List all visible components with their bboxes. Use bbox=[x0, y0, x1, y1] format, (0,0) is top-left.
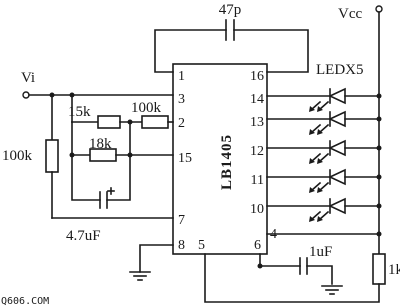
resistor-100k-pin2-label: 100k bbox=[131, 100, 162, 116]
led-2 bbox=[266, 110, 380, 135]
junction-15k bbox=[69, 92, 75, 98]
vcc-terminal bbox=[375, 5, 383, 13]
cap-47p-label: 47p bbox=[219, 2, 242, 18]
pin-5-label: 5 bbox=[198, 238, 205, 253]
pin-12-label: 12 bbox=[250, 144, 264, 159]
cap-47p bbox=[154, 19, 309, 73]
resistor-1k bbox=[204, 253, 386, 303]
ledx5-label: LEDX5 bbox=[316, 62, 364, 78]
ic-name: LB1405 bbox=[219, 134, 235, 190]
ic-lb1405-body bbox=[172, 63, 268, 255]
resistor-100k-shunt bbox=[45, 94, 59, 219]
cap-1uf-label: 1uF bbox=[309, 244, 332, 260]
cap-4-7uf-label: 4.7uF bbox=[66, 228, 101, 244]
junction-pin4 bbox=[376, 231, 382, 237]
pin-7-label: 7 bbox=[178, 213, 185, 228]
resistor-100k-shunt-label: 100k bbox=[2, 148, 33, 164]
resistor-18k bbox=[71, 119, 174, 201]
junction-led-4 bbox=[376, 174, 382, 180]
vcc-label: Vcc bbox=[338, 6, 362, 22]
junction-led-5 bbox=[376, 203, 382, 209]
resistor-18k-label: 18k bbox=[89, 136, 112, 152]
watermark: Q606.COM bbox=[1, 296, 49, 307]
junction-led-2 bbox=[376, 116, 382, 122]
cap-1uf bbox=[259, 253, 343, 295]
cap-4-7uf bbox=[99, 154, 131, 209]
led-5 bbox=[266, 197, 380, 222]
vi-label: Vi bbox=[21, 70, 35, 86]
ground-pin8 bbox=[129, 244, 174, 281]
pin-10-label: 10 bbox=[250, 202, 264, 217]
led-1 bbox=[266, 87, 380, 112]
junction-18k bbox=[69, 152, 75, 158]
pin-14-label: 14 bbox=[250, 92, 264, 107]
led-3 bbox=[266, 139, 380, 164]
resistor-15k bbox=[71, 94, 143, 129]
resistor-15k-label: 15k bbox=[68, 104, 91, 120]
pin-11-label: 11 bbox=[251, 173, 264, 188]
led-4 bbox=[266, 168, 380, 193]
pin-8-label: 8 bbox=[178, 238, 185, 253]
resistor-100k-pin2 bbox=[141, 115, 174, 129]
led-array bbox=[266, 87, 382, 222]
pin-2-label: 2 bbox=[178, 116, 185, 131]
pin-6-label: 6 bbox=[254, 238, 261, 253]
pin-15-label: 15 bbox=[178, 151, 192, 166]
junction-pin6 bbox=[257, 263, 263, 269]
pin-13-label: 13 bbox=[250, 115, 264, 130]
pin-3-label: 3 bbox=[178, 92, 185, 107]
pin-16-label: 16 bbox=[250, 69, 264, 84]
pin-1-label: 1 bbox=[178, 69, 185, 84]
junction-led-1 bbox=[376, 93, 382, 99]
resistor-1k-label: 1k bbox=[388, 262, 400, 278]
junction-led-3 bbox=[376, 145, 382, 151]
vi-terminal bbox=[22, 91, 30, 99]
